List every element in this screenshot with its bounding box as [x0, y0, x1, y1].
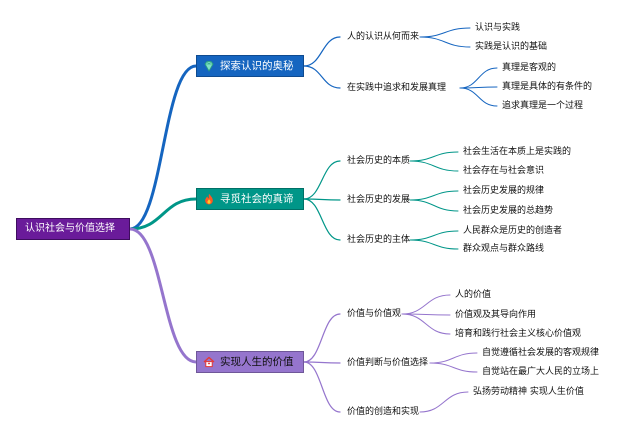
topic-leaf-connector [459, 87, 498, 107]
topic-value-creation: 价值的创造和实现 [347, 407, 420, 417]
branch-seek-society[interactable]: 寻觅社会的真谛 [196, 188, 304, 210]
leaf-item: 社会生活在本质上是实践的 [463, 147, 572, 157]
flame-icon [205, 193, 213, 205]
topic-leaf-connector [409, 160, 459, 172]
topic-leaf-connector [419, 391, 469, 413]
branch-label: 寻觅社会的真谛 [220, 193, 294, 205]
leaf-item: 群众观点与群众路线 [463, 244, 545, 254]
leaf-item: 真理是具体的有条件的 [502, 82, 593, 92]
leaf-item: 人民群众是历史的创造者 [463, 226, 563, 236]
leaf-item: 价值观及其导向作用 [455, 310, 537, 320]
topic-cognition-origin: 人的认识从何而来 [347, 32, 420, 42]
topic-value-and-values: 价值与价值观 [347, 309, 402, 319]
topic-leaf-connector [459, 67, 498, 89]
branch-label: 实现人生的价值 [220, 356, 294, 368]
branch-label: 探索认识的奥秘 [220, 60, 294, 72]
leaf-item: 认识与实践 [475, 23, 521, 33]
leaf-item: 人的价值 [455, 290, 492, 300]
leaf-item: 自觉站在最广大人民的立场上 [482, 367, 600, 377]
root-node[interactable]: 认识社会与价值选择 [16, 218, 130, 240]
branch-topic-connector [303, 361, 341, 413]
branch-topic-connector [303, 361, 341, 364]
root-label: 认识社会与价值选择 [25, 223, 115, 234]
branch-topic-connector [303, 198, 341, 241]
leaf-item: 追求真理是一个过程 [502, 101, 584, 111]
branch-topic-connector [303, 65, 341, 89]
leaf-item: 实践是认识的基础 [475, 42, 548, 52]
topic-leaf-connector [419, 27, 471, 38]
leaf-item: 社会历史发展的总趋势 [463, 206, 554, 216]
branch-topic-connector [303, 198, 341, 201]
topic-leaf-connector [409, 190, 459, 201]
topic-leaf-connector [409, 151, 459, 162]
topic-leaf-connector [429, 352, 478, 364]
topic-leaf-connector [401, 294, 451, 315]
topic-leaf-connector [409, 239, 459, 250]
topic-value-judgment: 价值判断与价值选择 [347, 358, 429, 368]
branch-topic-connector [303, 313, 341, 363]
topic-leaf-connector [419, 36, 471, 48]
leaf-item: 社会存在与社会意识 [463, 166, 545, 176]
root-branch-connector [128, 197, 198, 231]
topic-leaf-connector [409, 230, 459, 241]
leaf-item: 真理是客观的 [502, 63, 557, 73]
diamond-icon [204, 61, 214, 72]
topic-social-history-essence: 社会历史的本质 [347, 156, 411, 166]
branch-topic-connector [303, 36, 341, 67]
house-icon [203, 356, 215, 368]
topic-social-history-development: 社会历史的发展 [347, 195, 411, 205]
topic-leaf-connector [409, 199, 459, 212]
topic-pursue-truth: 在实践中追求和发展真理 [347, 83, 447, 93]
branch-topic-connector [303, 160, 341, 200]
leaf-item: 培育和践行社会主义核心价值观 [455, 329, 582, 339]
topic-leaf-connector [401, 313, 451, 335]
leaf-item: 社会历史发展的规律 [463, 186, 545, 196]
root-branch-connector [128, 227, 198, 364]
leaf-item: 弘扬劳动精神 实现人生价值 [473, 387, 584, 397]
root-branch-connector [128, 64, 198, 231]
leaf-item: 自觉遵循社会发展的客观规律 [482, 348, 600, 358]
topic-leaf-connector [429, 362, 478, 373]
branch-explore-cognition[interactable]: 探索认识的奥秘 [196, 55, 304, 77]
branch-realize-life-value[interactable]: 实现人生的价值 [196, 351, 304, 373]
topic-social-history-subject: 社会历史的主体 [347, 235, 411, 245]
